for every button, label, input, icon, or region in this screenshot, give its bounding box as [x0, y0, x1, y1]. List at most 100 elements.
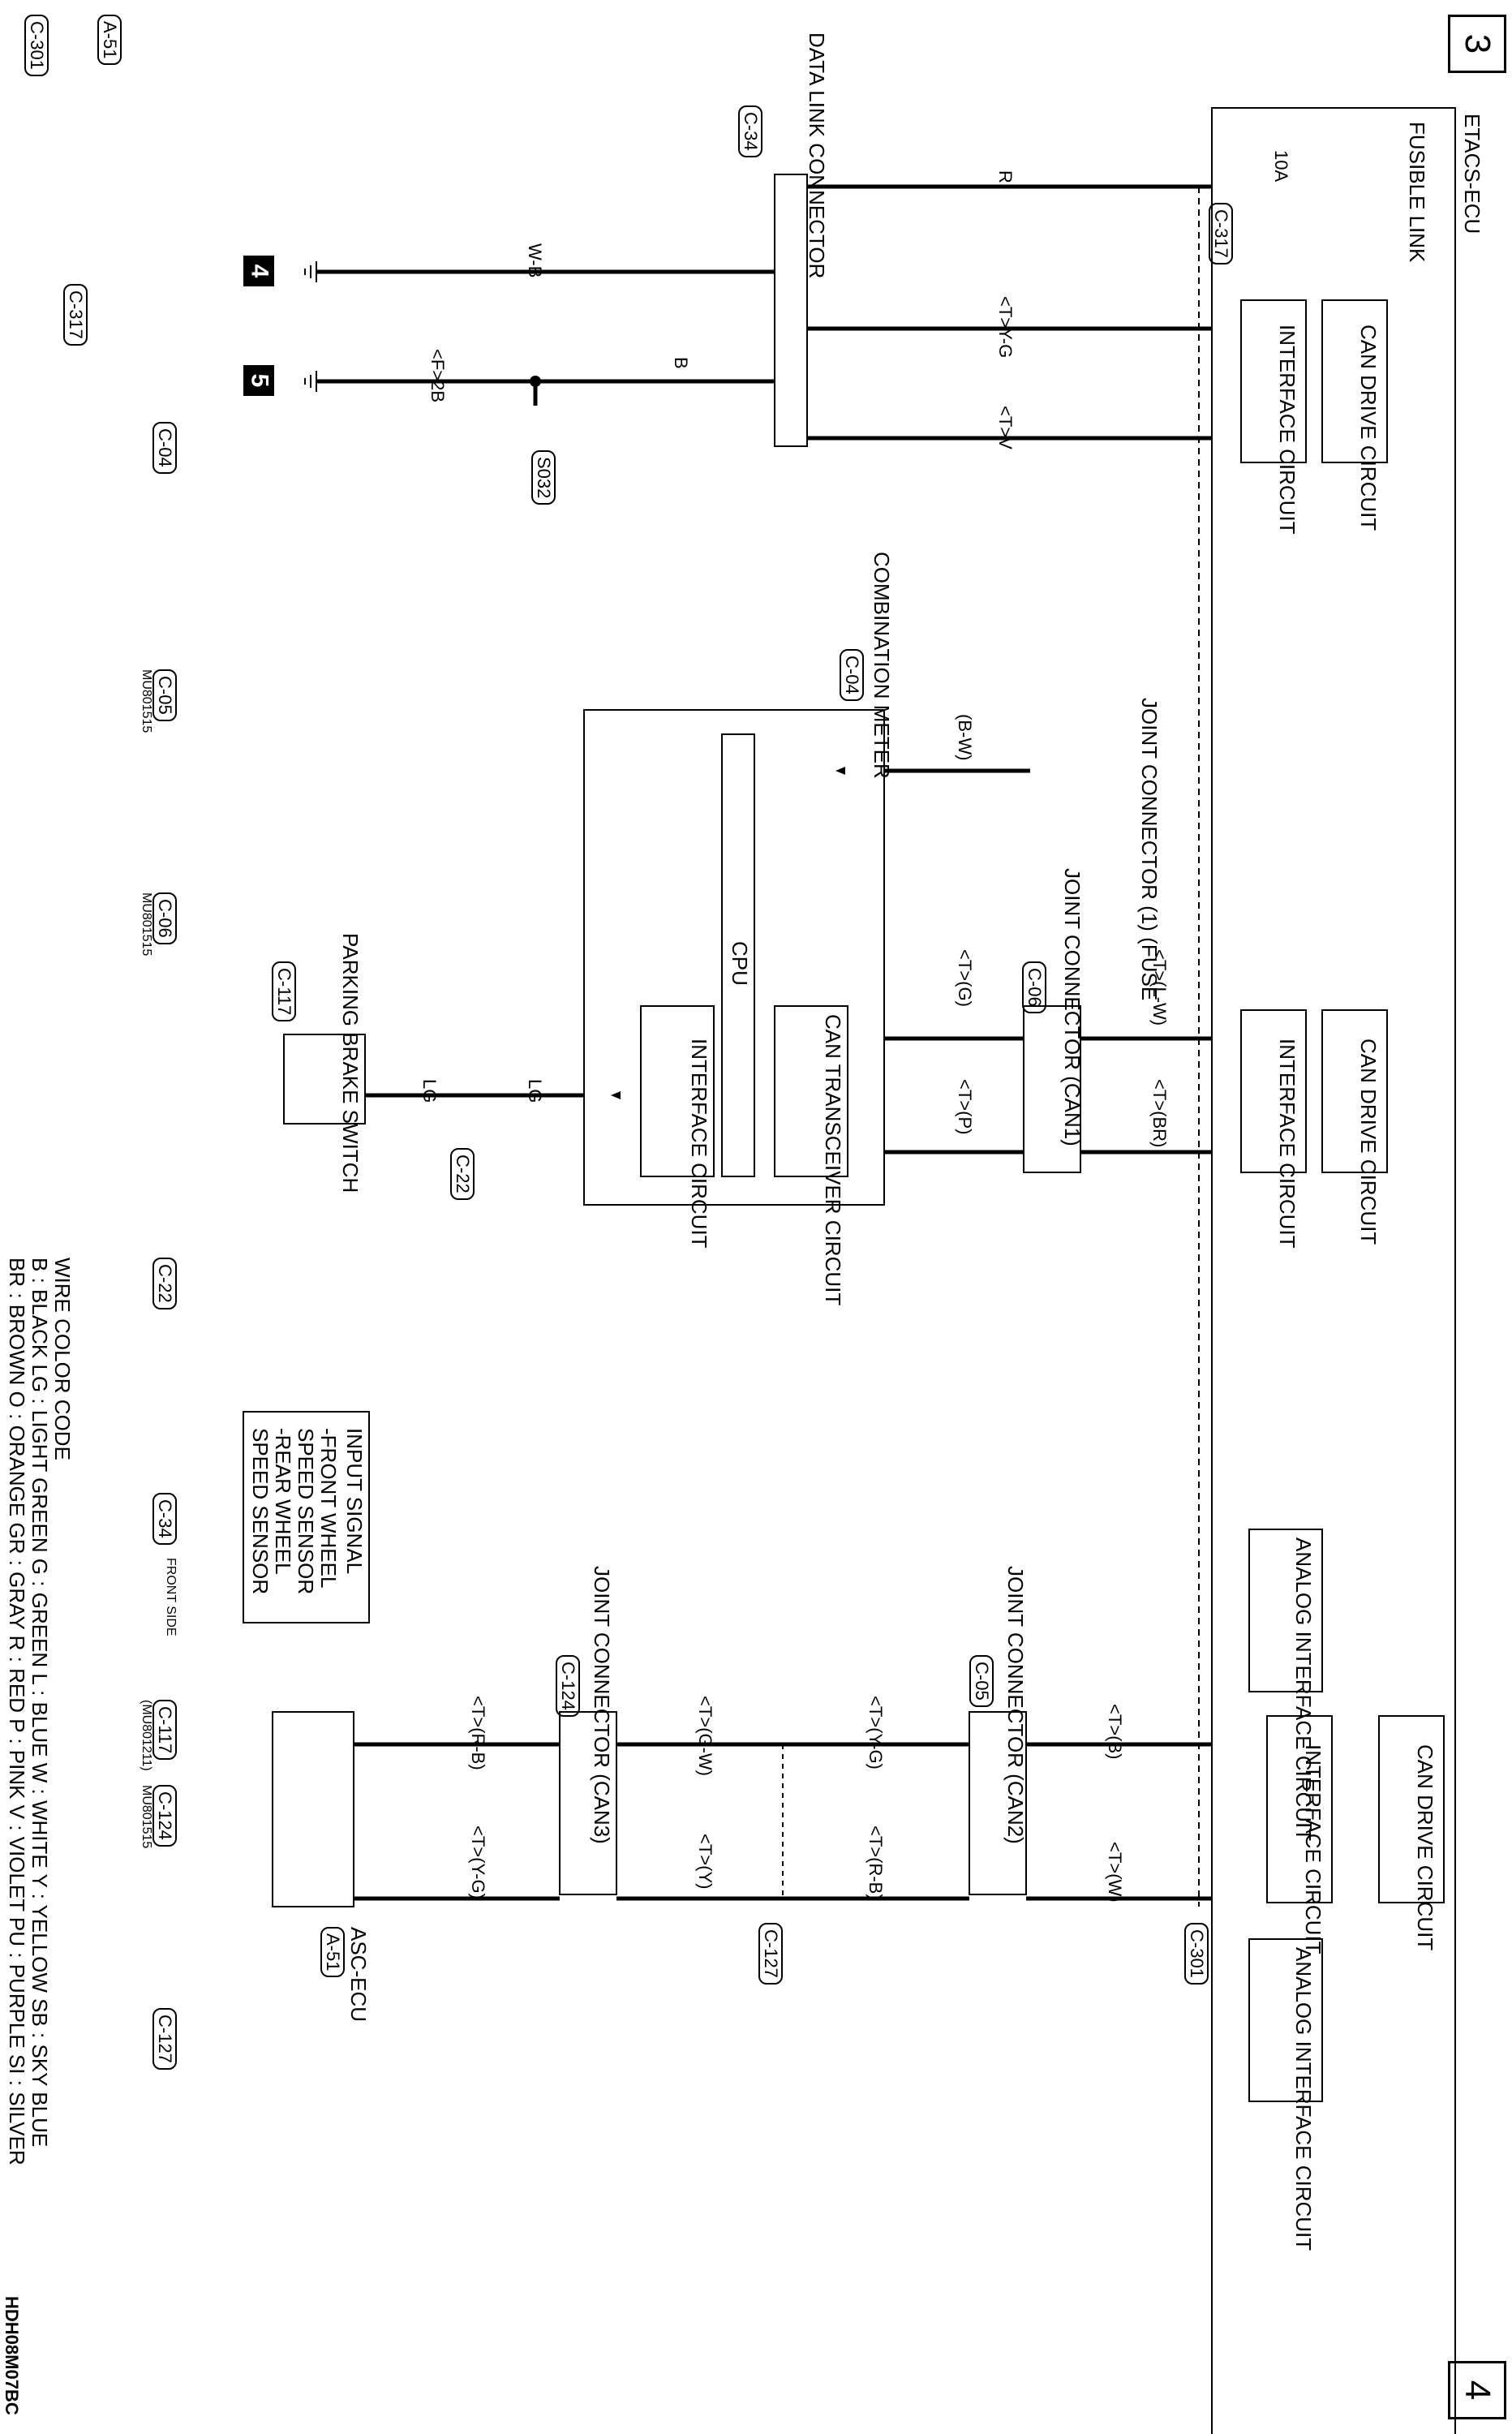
interface-box-3	[1266, 1715, 1333, 1903]
conn-c301-tag: C-301	[1184, 1923, 1209, 1985]
wire-tyg3: <T>(Y-G)	[468, 1826, 488, 1899]
conn-c127-tag: C-127	[758, 1923, 783, 1985]
input-signal-box	[243, 1411, 370, 1623]
view-c117: C-117	[152, 1700, 177, 1761]
wire-color-code-line2: BR : BROWN O : ORANGE GR : GRAY R : RED …	[5, 1258, 29, 2165]
page-number-bottom: 4	[1448, 2361, 1506, 2419]
can-drive-box-3	[1378, 1715, 1445, 1903]
jc-can3-label: JOINT CONNECTOR (CAN3)	[590, 1566, 614, 1844]
view-c124: C-124	[152, 1785, 177, 1847]
jc-can2-label: JOINT CONNECTOR (CAN2)	[1003, 1566, 1028, 1844]
conn-c22-tag: C-22	[450, 1148, 475, 1200]
view-c117-part: (MU801211)	[140, 1700, 153, 1771]
view-c05: C-05	[152, 669, 177, 721]
can-drive-label-1: CAN DRIVE CIRCUIT	[1356, 325, 1381, 531]
can-drive-label-2: CAN DRIVE CIRCUIT	[1356, 1039, 1381, 1245]
wire-wb: W-B	[525, 243, 545, 278]
wire-tb: <T>(B)	[1105, 1704, 1125, 1760]
jc-can1-tag: C-06	[1022, 961, 1046, 1013]
wire-tgw: <T>(G-W)	[695, 1696, 715, 1776]
asc-ecu-tag: A-51	[320, 1927, 345, 1978]
wire-lg-1: LG	[525, 1079, 545, 1103]
meter-label: COMBINATION METER	[870, 552, 894, 779]
wire-b: B	[671, 357, 691, 369]
can-drive-label-3: CAN DRIVE CIRCUIT	[1413, 1744, 1437, 1951]
input-signal-line-2: SPEED SENSOR	[294, 1428, 318, 1595]
wire-color-code-line1: B : BLACK LG : LIGHT GREEN G : GREEN L :…	[28, 1258, 52, 2148]
analog-interface-label-2: ANALOG INTERFACE CIRCUIT	[1291, 1947, 1316, 2251]
wire-tyg2: <T>(Y-G)	[866, 1696, 886, 1770]
interface-box-2	[1240, 1009, 1307, 1173]
parking-tag: C-117	[272, 961, 296, 1022]
wire-tg: <T>(G)	[955, 949, 975, 1007]
view-c22: C-22	[152, 1258, 177, 1309]
ground-ref-5: 5	[243, 365, 274, 396]
view-c317: C-317	[63, 284, 88, 346]
page-number-top: 3	[1448, 15, 1506, 73]
view-a51: A-51	[97, 15, 122, 66]
wire-trb2: <T>(R-B)	[468, 1696, 488, 1770]
view-c34: C-34	[152, 1493, 177, 1545]
input-signal-line-3: -REAR WHEEL	[271, 1428, 295, 1575]
wire-tyg: <T>Y-G	[995, 296, 1016, 359]
asc-ecu-box	[272, 1711, 354, 1907]
ground-ref-4: 4	[243, 256, 274, 286]
parking-switch-box	[283, 1034, 366, 1125]
wire-r: R	[995, 170, 1016, 183]
meter-connector-tag: C-04	[840, 649, 864, 701]
conn-c317-tag: C-317	[1209, 203, 1233, 264]
input-signal-title: INPUT SIGNAL	[342, 1428, 367, 1575]
wire-tlw: <T>(L-W)	[1149, 949, 1170, 1026]
input-signal-line-1: -FRONT WHEEL	[316, 1428, 341, 1589]
wire-tw: <T>(W)	[1105, 1842, 1125, 1903]
view-c34-side: FRONT SIDE	[164, 1558, 178, 1636]
dlc-connector-tag: C-34	[738, 105, 762, 157]
jc-can1-box	[1023, 1005, 1081, 1173]
wire-f2b: <F>2B	[427, 349, 448, 403]
can-transceiver-box	[774, 1005, 848, 1177]
can-drive-box-2	[1321, 1009, 1388, 1173]
view-c05-part: MU801515	[140, 669, 153, 733]
view-c06: C-06	[152, 892, 177, 944]
analog-interface-box-1	[1248, 1529, 1323, 1692]
view-c127: C-127	[152, 2008, 177, 2070]
view-c301: C-301	[24, 15, 49, 76]
asc-ecu-label: ASC-ECU	[346, 1927, 371, 2023]
page-code: HDH08M07BC	[2, 2296, 22, 2415]
can-transceiver-label: CAN TRANSCEIVER CIRCUIT	[821, 1014, 845, 1306]
wire-color-code-title: WIRE COLOR CODE	[50, 1258, 75, 1460]
splice-s032: S032	[531, 450, 556, 505]
wire-tp: <T>(P)	[955, 1079, 975, 1135]
jc-can2-tag: C-05	[969, 1655, 994, 1707]
meter-interface-box	[640, 1005, 715, 1177]
view-c04: C-04	[152, 422, 177, 474]
wire-ty: <T>(Y)	[695, 1834, 715, 1890]
input-signal-line-4: SPEED SENSOR	[248, 1428, 273, 1595]
dlc-box	[774, 174, 808, 447]
cpu-label: CPU	[728, 941, 752, 986]
interface-label-2: INTERFACE CIRCUIT	[1275, 1039, 1299, 1249]
wire-tv: <T>V	[995, 406, 1016, 449]
meter-interface-label: INTERFACE CIRCUIT	[687, 1039, 711, 1249]
can-drive-box-1	[1321, 299, 1388, 463]
cpu-box	[721, 733, 755, 1177]
jc-can1-label: JOINT CONNECTOR (CAN1)	[1060, 868, 1085, 1146]
jc-can3-box	[559, 1711, 617, 1895]
jc-can3-tag: C-124	[556, 1655, 580, 1717]
view-c124-part: MU801515	[140, 1785, 153, 1849]
jc-can2-box	[969, 1711, 1027, 1895]
etacs-ecu-box	[1211, 107, 1456, 2434]
interface-label-1: INTERFACE CIRCUIT	[1275, 325, 1299, 535]
etacs-ecu-label: ETACS-ECU	[1460, 114, 1484, 234]
wire-bw: (B-W)	[955, 714, 975, 761]
interface-box-1	[1240, 299, 1307, 463]
fusible-link-label: FUSIBLE LINK	[1405, 122, 1429, 263]
analog-interface-box-2	[1248, 1938, 1323, 2102]
wire-tbr: <T>(BR)	[1149, 1079, 1170, 1148]
view-c06-part: MU801515	[140, 892, 153, 957]
meter-box	[583, 709, 885, 1206]
wire-trb: <T>(R-B)	[866, 1826, 886, 1900]
analog-interface-label-1: ANALOG INTERFACE CIRCUIT	[1291, 1537, 1316, 1842]
parking-label: PARKING BRAKE SWITCH	[338, 933, 363, 1193]
